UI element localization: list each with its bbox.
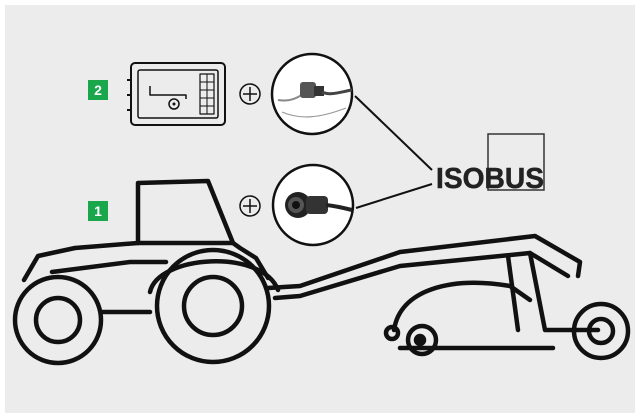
svg-text:ISOBUS: ISOBUS bbox=[436, 163, 544, 195]
socket-connector-icon bbox=[271, 163, 355, 247]
plus-icon bbox=[239, 195, 261, 217]
plus-icon bbox=[239, 83, 261, 105]
tractor-icon bbox=[12, 178, 281, 366]
connection-line bbox=[354, 95, 433, 171]
terminal-icon bbox=[127, 62, 226, 126]
step-badge-1: 1 bbox=[88, 201, 108, 221]
step-badge-2: 2 bbox=[88, 80, 108, 100]
connection-line bbox=[355, 183, 433, 209]
cable-connector-icon bbox=[270, 52, 354, 136]
isobus-logo: ISOBUS bbox=[436, 133, 545, 195]
implement-icon bbox=[265, 233, 631, 361]
